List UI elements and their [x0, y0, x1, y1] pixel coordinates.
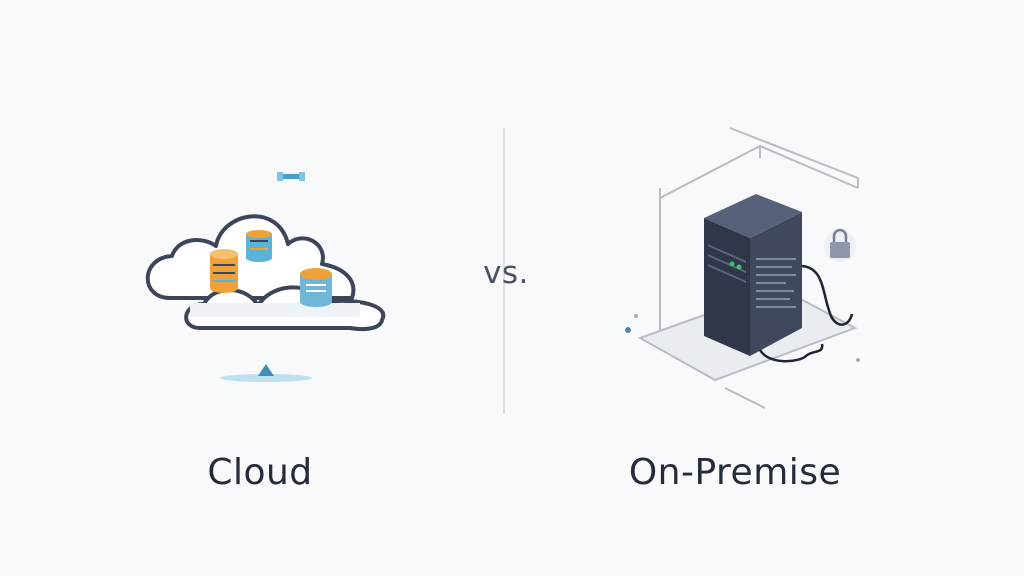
- server-rack-icon: [704, 194, 802, 356]
- drop-marker-icon: [220, 364, 312, 382]
- padlock-icon: [824, 228, 856, 262]
- cloud-caption: Cloud: [207, 452, 313, 493]
- status-light-icon: [729, 261, 735, 267]
- database-icon: [210, 249, 238, 293]
- satellite-icon: [277, 172, 305, 181]
- vs-label: vs.: [483, 255, 529, 291]
- database-icon: [246, 230, 272, 262]
- database-icon: [300, 268, 332, 307]
- cloud-illustration: [145, 172, 386, 382]
- cable-icon: [758, 264, 854, 363]
- server-illustration: [625, 127, 860, 409]
- room-frame: [659, 127, 859, 348]
- divider-line: [503, 128, 505, 414]
- on-premise-caption: On-Premise: [628, 452, 842, 493]
